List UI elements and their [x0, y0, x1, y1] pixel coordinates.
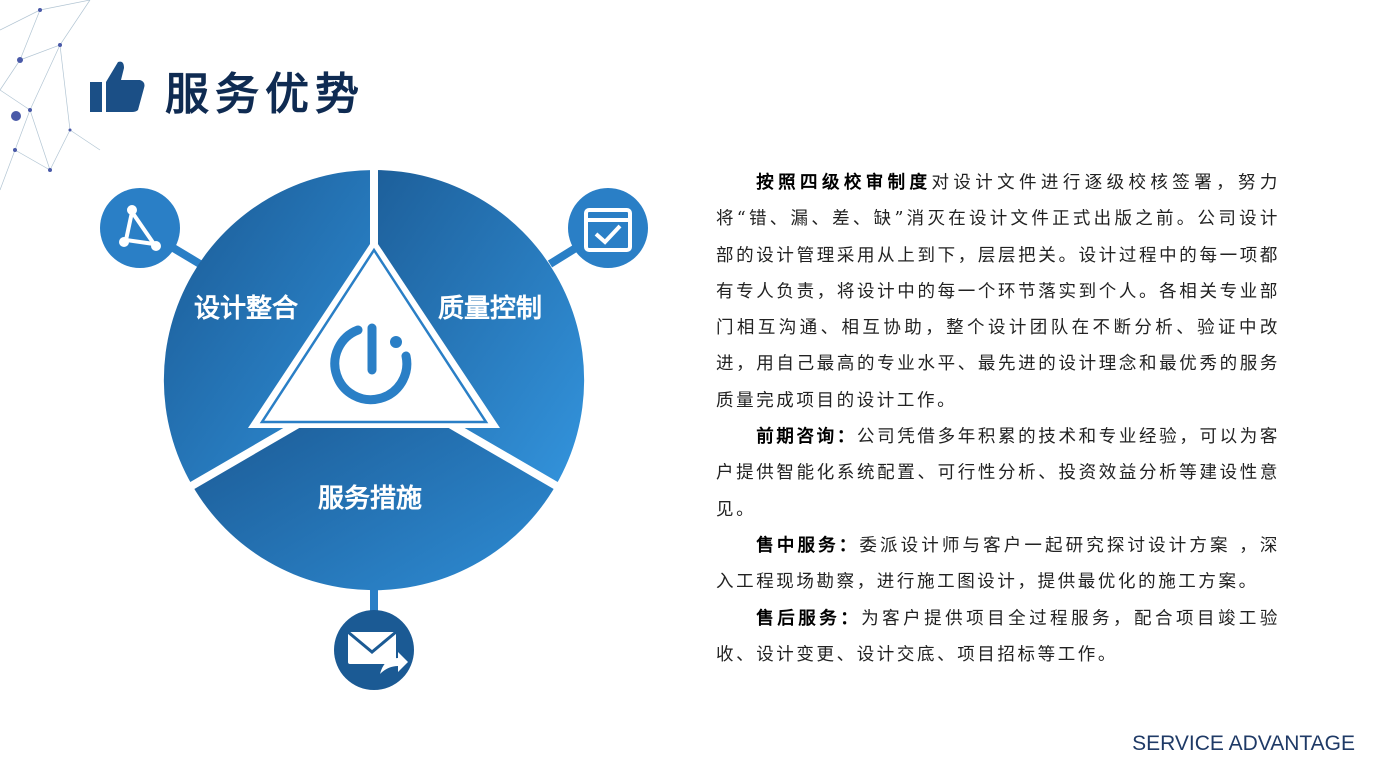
segment-label: 服务措施 [318, 484, 423, 514]
network-decoration [0, 0, 101, 191]
paragraph-lead: 按照四级校审制度 [756, 173, 932, 193]
thumbs-up-icon [90, 61, 145, 112]
paragraph-body: 委派设计师与客户一起研究探讨设计方案 ，深入工程现场勘察，进行施工图设计，提供最… [716, 535, 1280, 593]
paragraph-body: 公司凭借多年积累的技术和专业经验，可以为客户提供智能化系统配置、可行性分析、投资… [716, 427, 1280, 520]
segment-label: 设计整合 [194, 294, 299, 324]
segment-label: 质量控制 [438, 294, 543, 324]
paragraph: 售后服务：为客户提供项目全过程服务，配合项目竣工验收、设计变更、设计交底、项目招… [716, 601, 1280, 674]
paragraph: 前期咨询：公司凭借多年积累的技术和专业经验，可以为客户提供智能化系统配置、可行性… [716, 419, 1280, 528]
calendar-check-icon [568, 188, 648, 268]
paragraph-body: 为客户提供项目全过程服务，配合项目竣工验收、设计变更、设计交底、项目招标等工作。 [716, 608, 1281, 665]
power-icon [330, 323, 412, 405]
paragraph: 按照四级校审制度对设计文件进行逐级校核签署，努力将“错、漏、差、缺”消灭在设计文… [716, 165, 1280, 419]
page-title: 服务优势 [165, 69, 365, 120]
paragraph-lead: 前期咨询： [756, 427, 857, 448]
paragraph-lead: 售后服务： [756, 608, 862, 629]
paragraph: 售中服务：委派设计师与客户一起研究探讨设计方案 ，深入工程现场勘察，进行施工图设… [716, 528, 1280, 601]
share-icon [100, 188, 180, 268]
footer-caption: SERVICE ADVANTAGE [1132, 732, 1355, 755]
pie-graphic [100, 165, 648, 690]
description-text: 按照四级校审制度对设计文件进行逐级校核签署，努力将“错、漏、差、缺”消灭在设计文… [716, 165, 1280, 673]
paragraph-lead: 售中服务： [756, 535, 860, 556]
mail-forward-icon [334, 610, 414, 690]
paragraph-body: 对设计文件进行逐级校核签署，努力将“错、漏、差、缺”消灭在设计文件正式出版之前。… [716, 173, 1280, 411]
service-diagram: 设计整合 质量控制 服务措施 [90, 160, 670, 700]
